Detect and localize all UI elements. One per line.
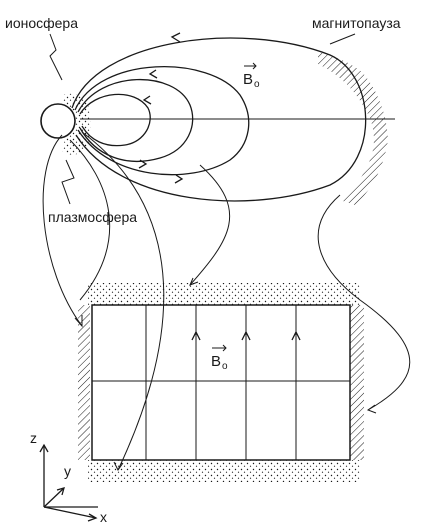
plasmasphere-leader <box>61 159 75 205</box>
curve-plasmasphere-bottom <box>81 131 165 471</box>
ionosphere-label: ионосфера <box>5 15 78 31</box>
curve-magnetopause-right <box>317 194 411 411</box>
curve-ionosphere-left <box>69 139 111 301</box>
magnetopause-hatch <box>318 52 388 205</box>
box-model: B o <box>78 283 364 482</box>
magnetopause-leader <box>329 33 356 45</box>
svg-text:o: o <box>222 361 228 372</box>
right-hatch <box>350 305 364 460</box>
field-line-innermost <box>79 93 151 147</box>
field-line-inner <box>77 78 194 162</box>
curve-earth-left <box>42 134 83 327</box>
plasmasphere-label: плазмосфера <box>48 209 137 225</box>
earth-icon <box>40 103 76 139</box>
axis-x-label: x <box>100 509 107 525</box>
svg-text:o: o <box>254 79 260 90</box>
box-outline <box>91 304 351 461</box>
top-stipple <box>88 283 360 305</box>
field-line-middle <box>74 66 250 176</box>
magnetosphere-view: B o ионосфера магнитопауза плазмосфера <box>5 15 401 225</box>
field-arrows <box>138 32 184 184</box>
bottom-stipple <box>88 460 360 482</box>
b0-label-box: B o <box>211 344 228 372</box>
ionosphere-leader <box>49 33 63 81</box>
svg-text:B: B <box>243 71 253 88</box>
field-line-outer <box>71 37 367 202</box>
left-hatch <box>78 305 90 460</box>
b0-label-top: B o <box>243 62 260 90</box>
box-arrows <box>191 330 301 341</box>
axis-z-label: z <box>30 430 37 446</box>
svg-text:B: B <box>211 353 221 370</box>
mapping-curves <box>42 131 411 471</box>
curve-field-top <box>189 164 230 286</box>
axis-y-label: y <box>64 463 71 479</box>
magnetopause-label: магнитопауза <box>312 15 401 31</box>
axes-triad: z y x <box>30 430 107 525</box>
